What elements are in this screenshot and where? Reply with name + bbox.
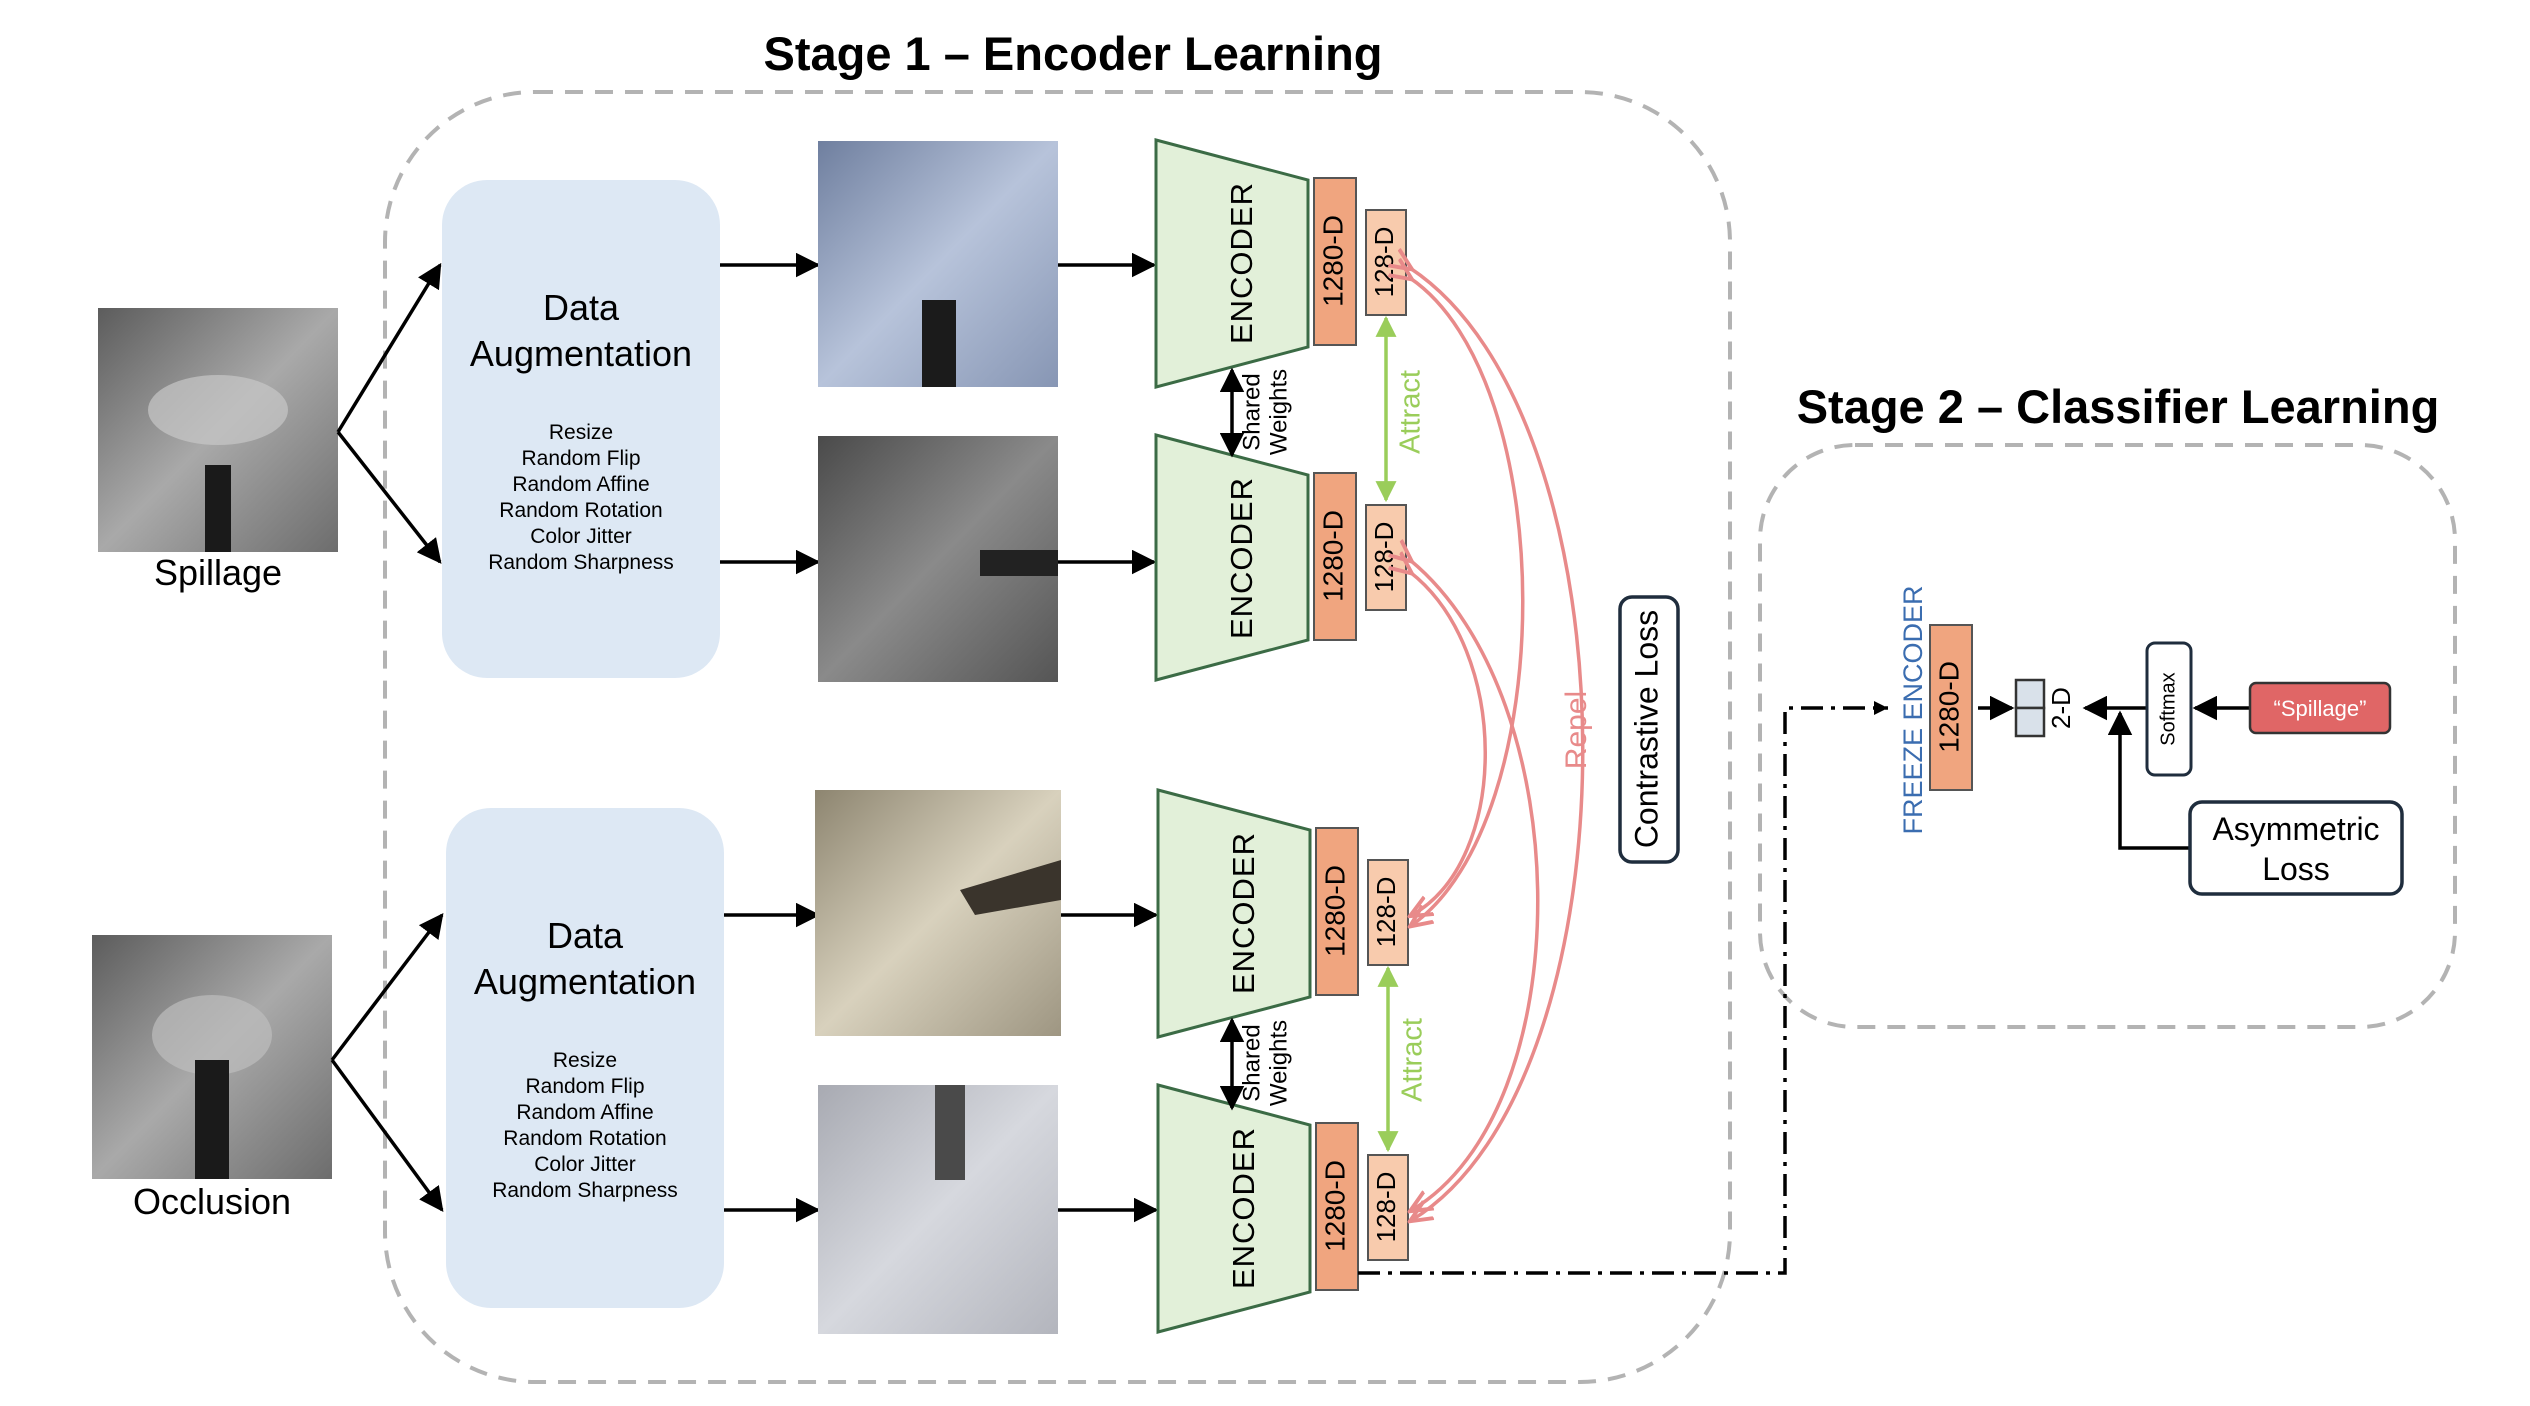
freeze-encoder-label: FREEZE ENCODER bbox=[1898, 585, 1928, 834]
repel-label: Repel bbox=[1560, 691, 1593, 769]
attract-label: Attract bbox=[1395, 370, 1427, 454]
projection-128d-4: 128-D bbox=[1367, 1154, 1409, 1261]
encoder-label: ENCODER bbox=[1224, 477, 1259, 639]
stage1-container bbox=[383, 90, 1732, 1384]
frozen-feature-connector bbox=[1358, 706, 1888, 1275]
encoder-1: ENCODER bbox=[1154, 138, 1310, 389]
softmax-box: Softmax bbox=[2145, 641, 2193, 777]
asymmetric-loss-label: Asymmetric bbox=[2212, 811, 2379, 847]
feature-dim-label: 1280-D bbox=[1317, 215, 1348, 307]
asymmetric-loss-arrow bbox=[2107, 710, 2190, 850]
spillage-label-tag: “Spillage” bbox=[2248, 681, 2392, 735]
shared-label: Shared bbox=[1238, 373, 1265, 450]
encoder-3: ENCODER bbox=[1156, 788, 1312, 1039]
augmentation-step: Random Affine bbox=[512, 473, 649, 496]
encoder-2: ENCODER bbox=[1154, 433, 1310, 682]
input-image-spillage bbox=[98, 308, 338, 552]
stage1-title: Stage 1 – Encoder Learning bbox=[763, 27, 1382, 80]
augmentation-title: Data bbox=[543, 287, 620, 328]
projection-128d-3: 128-D bbox=[1367, 859, 1409, 966]
stage2-title: Stage 2 – Classifier Learning bbox=[1797, 380, 2440, 433]
feature-1280d-2: 1280-D bbox=[1313, 472, 1357, 641]
shared-label: Weights bbox=[1265, 369, 1292, 455]
feature-dim-label: 1280-D bbox=[1933, 661, 1964, 753]
asymmetric-loss-box: Asymmetric Loss bbox=[2188, 800, 2404, 896]
encoder-label: ENCODER bbox=[1226, 1127, 1261, 1289]
feature-1280d-1: 1280-D bbox=[1313, 177, 1357, 346]
view-to-encoder-arrows bbox=[1058, 252, 1159, 1223]
augmentation-step: Resize bbox=[549, 421, 613, 444]
augmentation-step: Resize bbox=[553, 1049, 617, 1072]
contrastive-loss-box: Contrastive Loss bbox=[1618, 595, 1680, 864]
augmentation-step: Random Affine bbox=[516, 1101, 653, 1124]
attract-label: Attract bbox=[1397, 1018, 1429, 1102]
projection-dim-label: 128-D bbox=[1371, 877, 1401, 948]
augmentation-title: Augmentation bbox=[470, 333, 692, 374]
augmented-view-2 bbox=[818, 436, 1058, 682]
augmentation-step: Color Jitter bbox=[530, 525, 632, 548]
projection-128d-1: 128-D bbox=[1365, 209, 1407, 316]
augmentation-step: Random Rotation bbox=[503, 1127, 666, 1150]
augmentation-to-view-arrows bbox=[720, 252, 821, 1223]
augmentation-title: Data bbox=[547, 915, 624, 956]
input-label-spillage: Spillage bbox=[154, 552, 282, 593]
input-image-occlusion bbox=[92, 935, 332, 1179]
augmentation-step: Random Sharpness bbox=[492, 1179, 678, 1202]
repel-arrows bbox=[1410, 268, 1585, 1220]
encoder-4: ENCODER bbox=[1156, 1083, 1312, 1334]
augmentation-step: Color Jitter bbox=[534, 1153, 636, 1176]
augmented-view-1 bbox=[818, 141, 1058, 387]
feature-dim-label: 1280-D bbox=[1319, 865, 1350, 957]
augmentation-step: Random Rotation bbox=[499, 499, 662, 522]
stage2-feature-1280d: 1280-D bbox=[1929, 624, 1973, 791]
feature-1280d-4: 1280-D bbox=[1315, 1122, 1359, 1291]
shared-weights-top: Shared Weights bbox=[1219, 367, 1292, 458]
encoder-label: ENCODER bbox=[1224, 182, 1259, 344]
projection-dim-label: 128-D bbox=[1369, 227, 1399, 298]
shared-weights-bottom: Shared Weights bbox=[1219, 1017, 1292, 1111]
augmentation-step: Random Flip bbox=[525, 1075, 644, 1098]
attract-top: Attract bbox=[1375, 315, 1427, 503]
projection-128d-2: 128-D bbox=[1365, 504, 1407, 611]
contrastive-loss-label: Contrastive Loss bbox=[1628, 610, 1664, 848]
augmented-view-4 bbox=[818, 1085, 1058, 1334]
shared-label: Weights bbox=[1265, 1020, 1292, 1106]
output-dim-label: 2-D bbox=[2046, 687, 2076, 729]
feature-1280d-3: 1280-D bbox=[1315, 827, 1359, 996]
stage2-container bbox=[1758, 443, 2457, 1029]
augmented-view-3 bbox=[815, 790, 1061, 1036]
shared-label: Shared bbox=[1238, 1024, 1265, 1101]
input-to-augmentation-arrows bbox=[330, 262, 444, 1212]
augmentation-box-top: Data Augmentation Resize Random Flip Ran… bbox=[442, 180, 720, 678]
spillage-tag-text: “Spillage” bbox=[2274, 696, 2367, 721]
asymmetric-loss-label: Loss bbox=[2262, 851, 2330, 887]
augmentation-box-bottom: Data Augmentation Resize Random Flip Ran… bbox=[446, 808, 724, 1308]
softmax-label: Softmax bbox=[2157, 672, 2179, 745]
encoder-label: ENCODER bbox=[1226, 832, 1261, 994]
feature-dim-label: 1280-D bbox=[1317, 510, 1348, 602]
augmentation-title: Augmentation bbox=[474, 961, 696, 1002]
connector-arrowhead bbox=[1874, 701, 1888, 715]
output-2d-block: 2-D bbox=[2014, 678, 2076, 738]
projection-dim-label: 128-D bbox=[1371, 1172, 1401, 1243]
attract-bottom: Attract bbox=[1377, 965, 1429, 1153]
input-label-occlusion: Occlusion bbox=[133, 1181, 291, 1222]
augmentation-step: Random Flip bbox=[521, 447, 640, 470]
projection-dim-label: 128-D bbox=[1369, 522, 1399, 593]
augmentation-step: Random Sharpness bbox=[488, 551, 674, 574]
feature-dim-label: 1280-D bbox=[1319, 1160, 1350, 1252]
